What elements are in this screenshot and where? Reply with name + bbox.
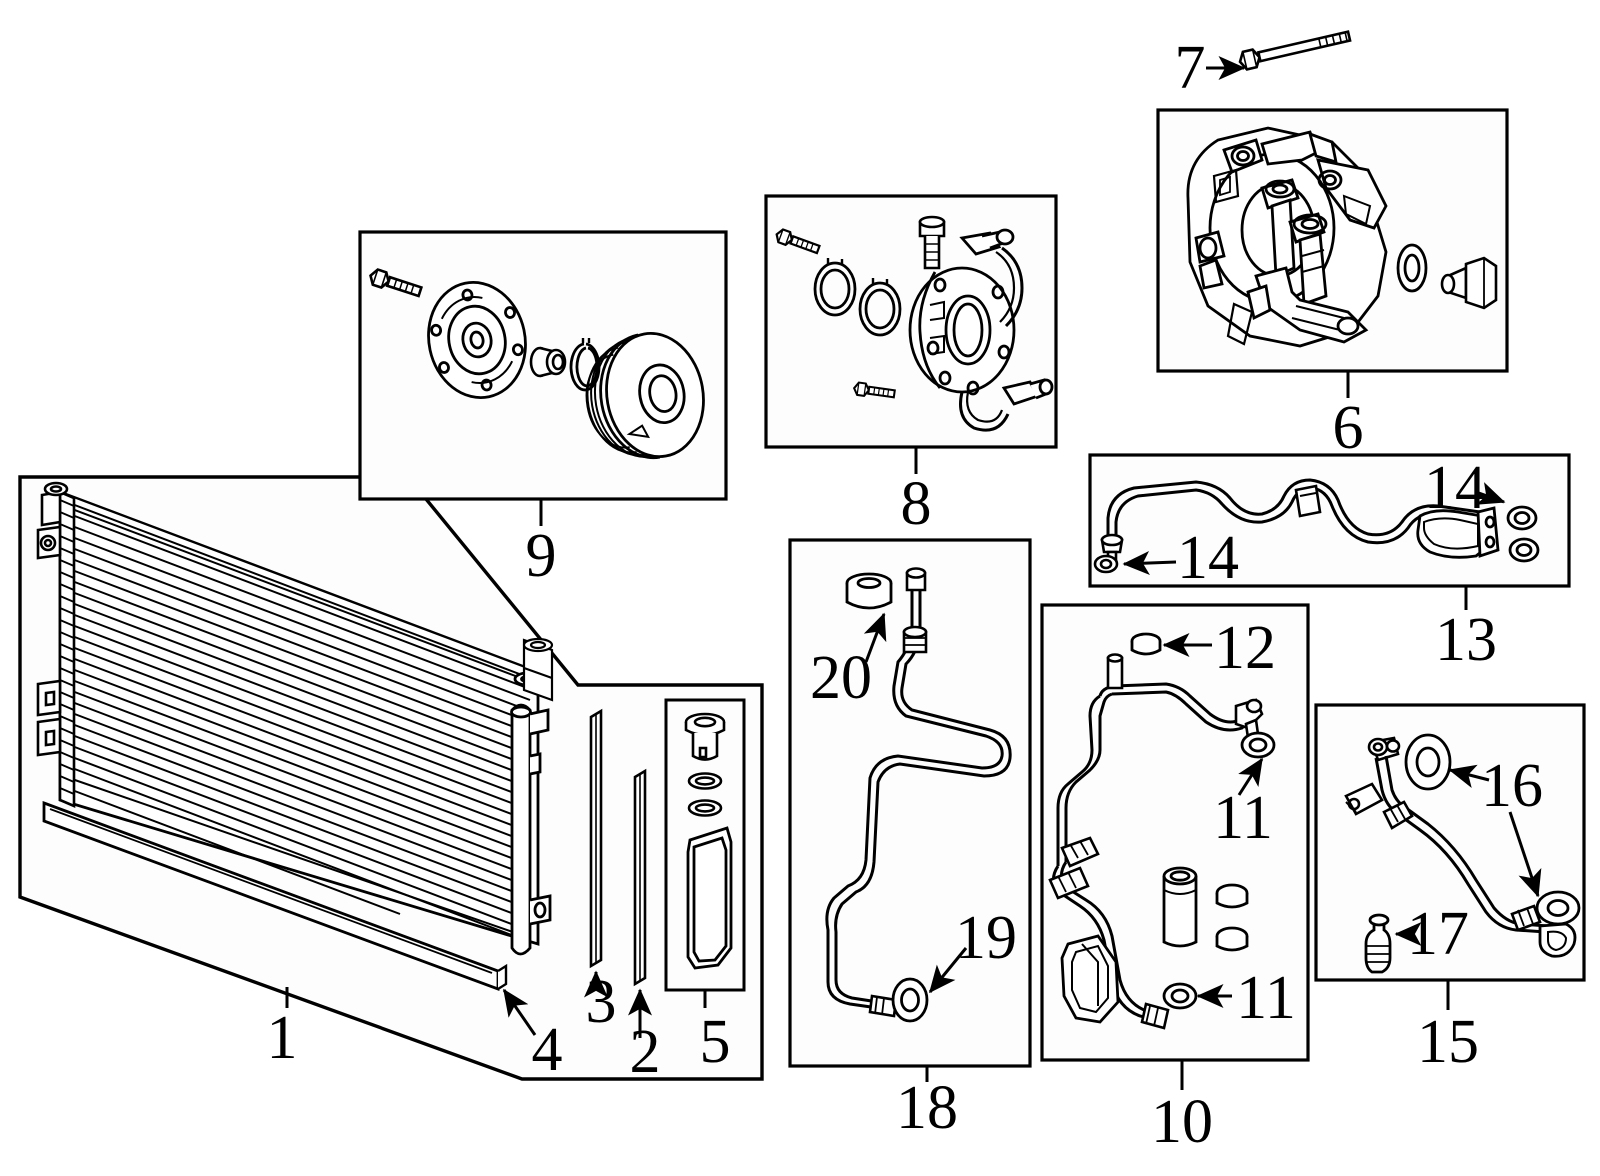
callout-5: 5 [700,1008,731,1076]
panel-discharge-hose [1088,453,1571,588]
panel-suction-line [788,538,1032,1068]
callout-14-left: 14 [1177,524,1239,592]
callout-19: 19 [955,904,1017,972]
callout-3: 3 [586,968,617,1036]
callout-11-lower: 11 [1236,964,1296,1032]
callout-13: 13 [1435,606,1497,674]
callout-1: 1 [267,1004,298,1072]
callout-18: 18 [896,1074,958,1142]
seal-strip-short-part2 [633,768,647,987]
panel-compressor [1156,108,1509,373]
condenser-core [36,481,554,956]
callout-2: 2 [630,1018,661,1086]
callout-10: 10 [1151,1088,1213,1156]
panel-liquid-line [1040,603,1310,1062]
callout-16: 16 [1481,752,1543,820]
seal-strip-long-part3 [589,708,603,969]
callout-leaders [285,56,1542,1090]
callout-9: 9 [526,522,557,590]
callout-17: 17 [1407,900,1469,968]
callout-20: 20 [810,644,872,712]
panel-suction-hose [1314,703,1586,982]
callout-6: 6 [1333,394,1364,462]
callout-12: 12 [1214,614,1276,682]
panel-receiver-drier [664,698,746,992]
callout-15: 15 [1417,1008,1479,1076]
callout-4: 4 [532,1016,563,1084]
callout-14-right: 14 [1424,454,1486,522]
callout-numbers: 1 2 3 4 5 6 7 8 9 10 11 11 12 13 14 14 1… [267,34,1544,1156]
panel-field-coil [764,194,1058,449]
lower-seal-rail-part4 [42,800,508,992]
callout-8: 8 [901,470,932,538]
callout-7: 7 [1175,34,1206,102]
callout-11-upper: 11 [1213,784,1273,852]
panel-clutch-pulley [358,230,728,501]
